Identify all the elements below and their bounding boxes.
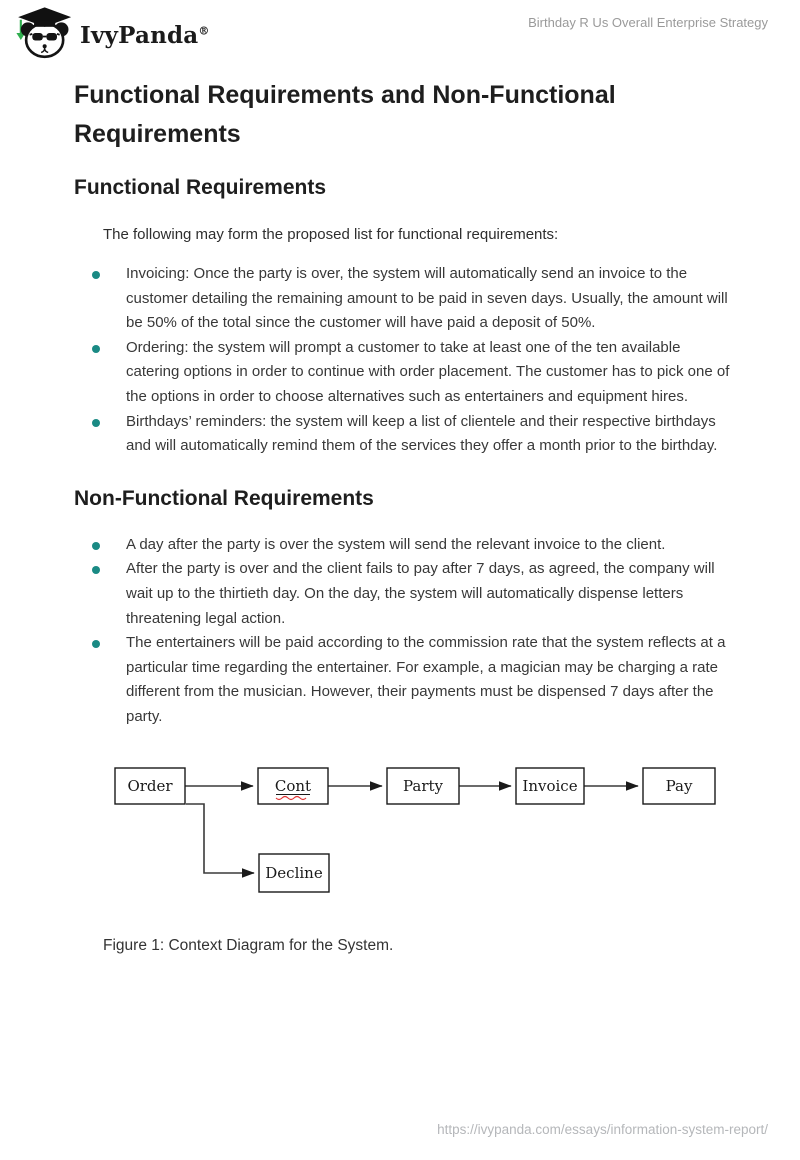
node-label-decline: Decline (265, 864, 323, 882)
spellcheck-squiggle (275, 795, 307, 800)
registered-mark: ® (198, 24, 210, 38)
functional-requirements-list: Invoicing: Once the party is over, the s… (74, 262, 730, 459)
header: IvyPanda® Birthday R Us Overall Enterpri… (0, 0, 800, 62)
non-functional-requirements-list: A day after the party is over the system… (74, 533, 730, 730)
diagram-node-decline (258, 852, 330, 893)
node-label-party: Party (403, 777, 444, 795)
article-content: Functional Requirements and Non-Function… (0, 76, 800, 955)
list-item: A day after the party is over the system… (74, 533, 730, 558)
brand-logo[interactable]: IvyPanda® (12, 6, 210, 65)
list-item: Birthdays’ reminders: the system will ke… (74, 410, 730, 459)
diagram-node-party (386, 766, 460, 805)
diagram-node-order (114, 766, 186, 805)
diagram-node-pay (642, 766, 716, 805)
edge-order-decline (186, 802, 255, 878)
list-item: Ordering: the system will prompt a custo… (74, 336, 730, 410)
diagram-node-cont (257, 766, 329, 805)
figure-caption: Figure 1: Context Diagram for the System… (103, 936, 394, 954)
section-heading-non-functional: Non-Functional Requirements (74, 486, 374, 510)
node-label-order: Order (127, 777, 173, 795)
panda-logo-icon (12, 6, 72, 65)
list-item: The entertainers will be paid according … (74, 631, 730, 729)
intro-paragraph: The following may form the proposed list… (103, 226, 559, 243)
document-title: Birthday R Us Overall Enterprise Strateg… (528, 15, 768, 30)
page-title: Functional Requirements and Non-Function… (74, 81, 616, 148)
footer-source-url[interactable]: https://ivypanda.com/essays/information-… (437, 1122, 768, 1137)
node-label-invoice: Invoice (522, 777, 577, 795)
node-label-cont: Cont (275, 777, 311, 795)
list-item: Invoicing: Once the party is over, the s… (74, 262, 730, 336)
list-item: After the party is over and the client f… (74, 557, 730, 631)
node-label-pay: Pay (666, 777, 693, 795)
context-diagram: Order Cont Party Invoice Pay Decline (74, 752, 730, 902)
diagram-node-invoice (515, 766, 585, 805)
section-heading-functional: Functional Requirements (74, 176, 327, 199)
brand-name: IvyPanda® (80, 22, 210, 49)
